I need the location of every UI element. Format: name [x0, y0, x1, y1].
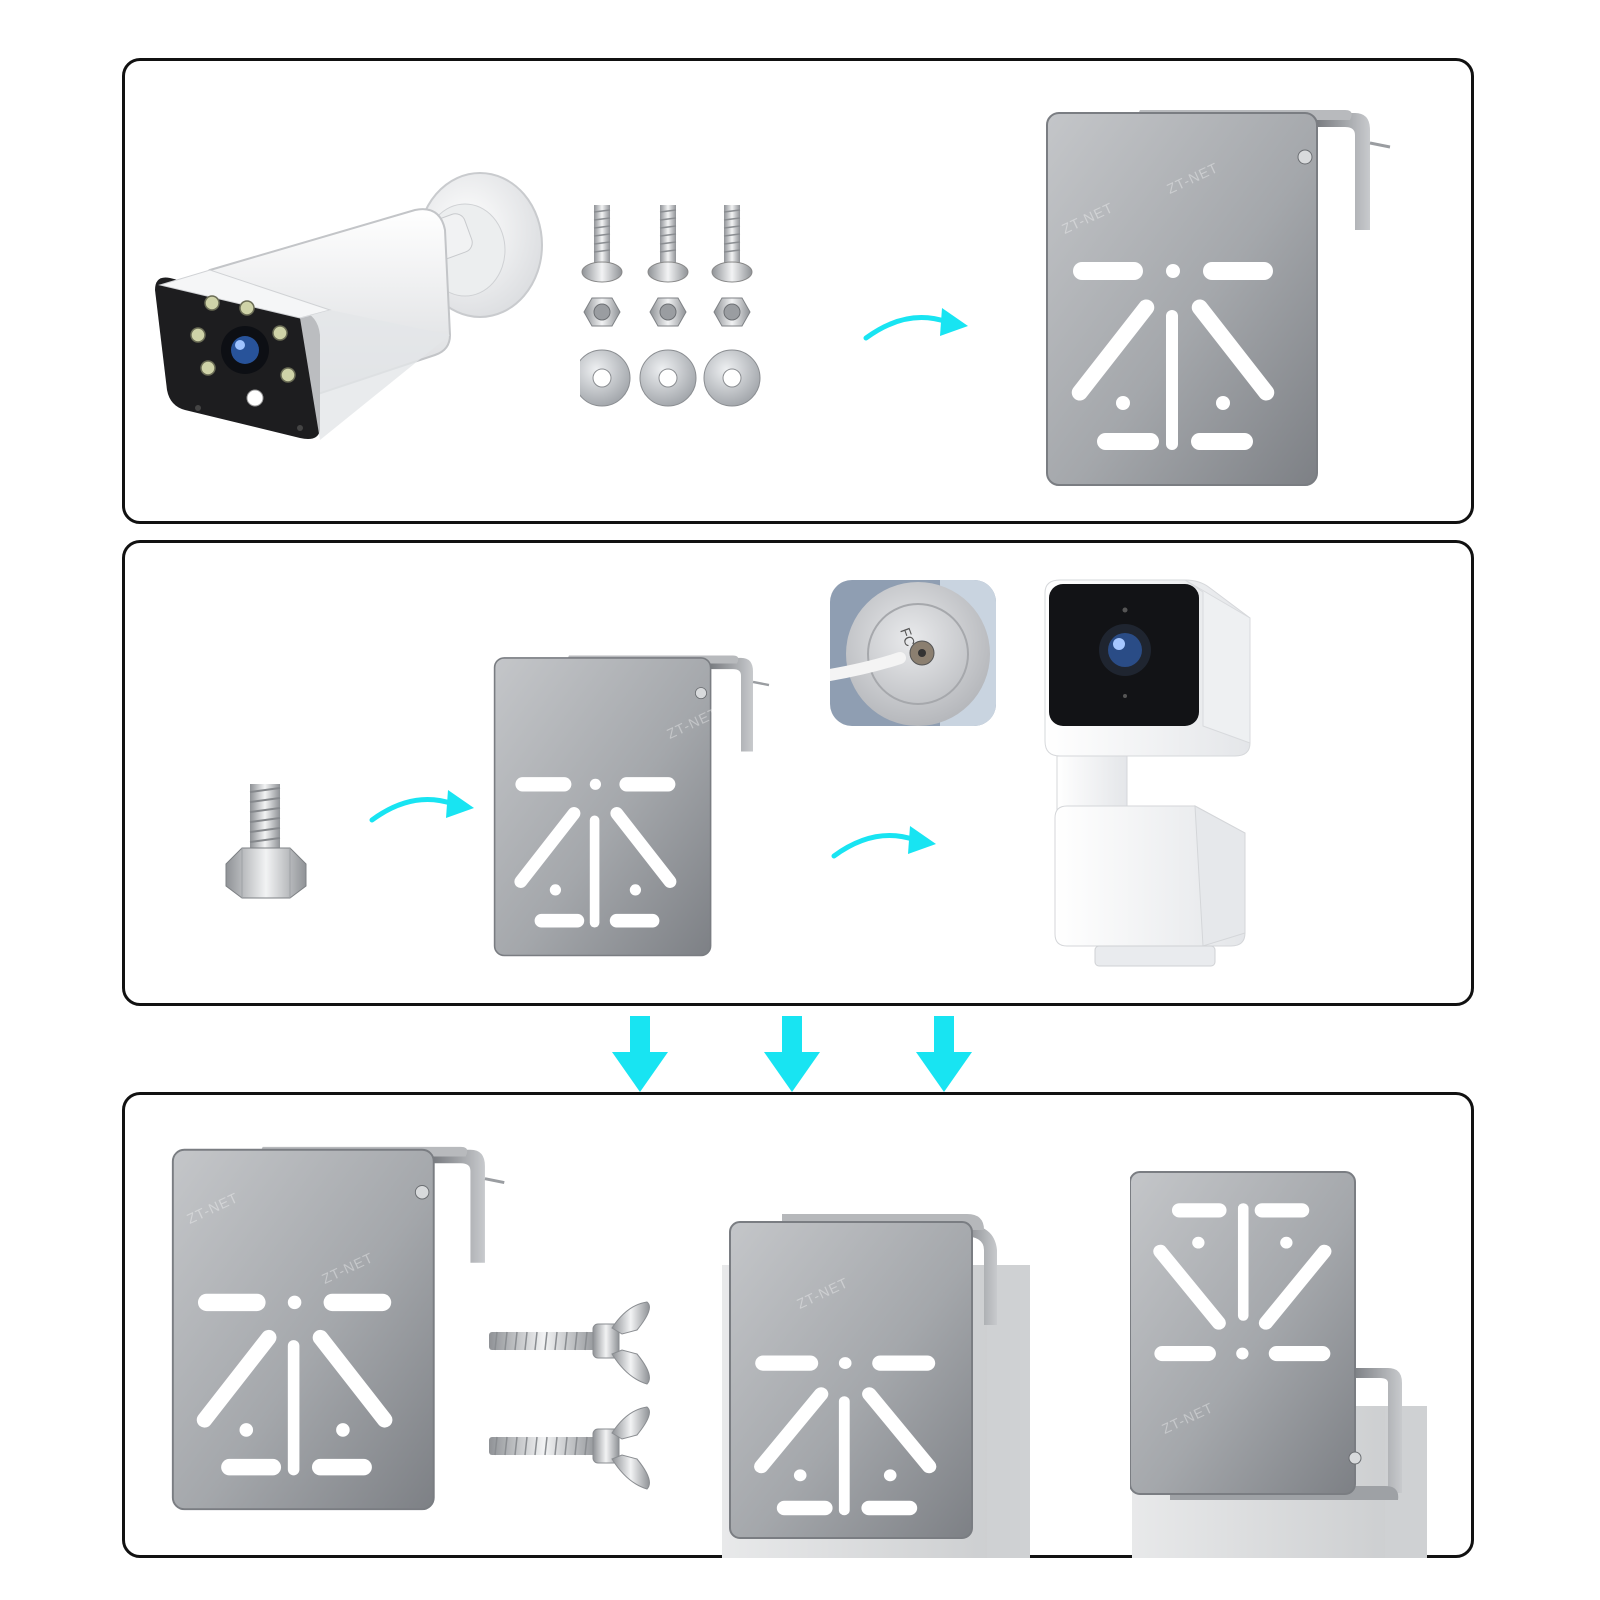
camera-base-closeup: FC	[830, 580, 996, 726]
steel-mounting-bracket	[171, 1146, 505, 1511]
screw-nut-washer-set	[580, 204, 761, 407]
bullet-camera	[155, 172, 543, 440]
cube-camera	[1044, 579, 1251, 967]
hex-bolt	[225, 784, 307, 899]
curved-arrow-icon	[369, 790, 474, 823]
svg-text:FC: FC	[897, 626, 918, 649]
curved-arrow-icon	[831, 826, 936, 859]
down-arrow-icon	[764, 1016, 820, 1092]
down-arrow-icon	[612, 1016, 668, 1092]
bracket-inverted-on-edge	[1130, 1171, 1427, 1558]
curved-arrow-icon	[863, 308, 968, 341]
down-arrow-icon	[916, 1016, 972, 1092]
bracket-on-wall-edge	[722, 1214, 1030, 1558]
wing-bolts	[488, 1301, 651, 1490]
steel-mounting-bracket	[1046, 110, 1391, 486]
steel-mounting-bracket	[493, 655, 770, 957]
